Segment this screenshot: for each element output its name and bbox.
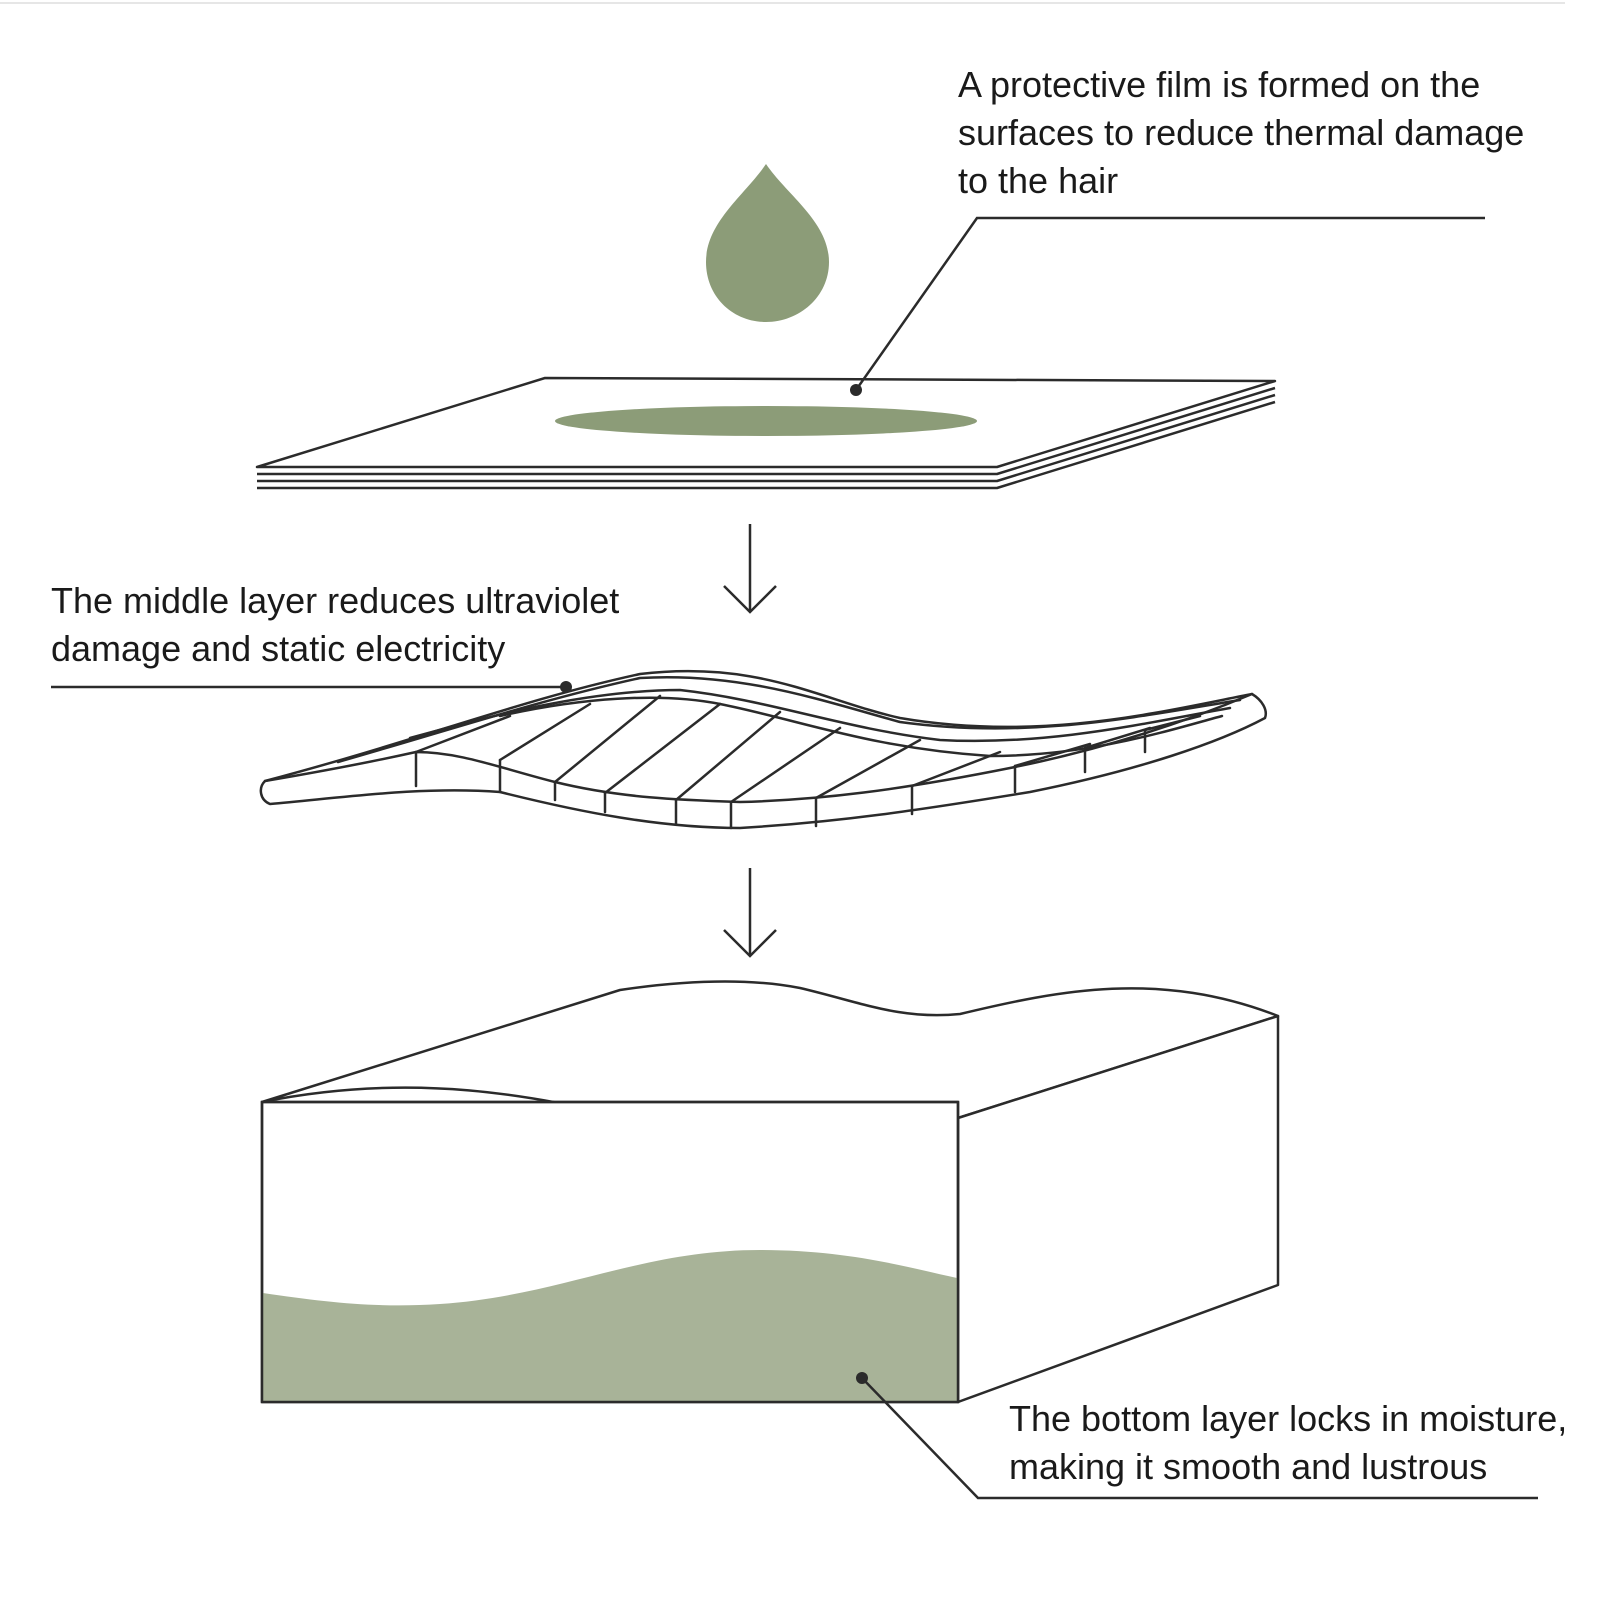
grid-sheet-front-edge <box>263 692 1254 804</box>
film-sheet-edge-2 <box>257 393 1276 483</box>
annotation-line: The bottom layer locks in moisture, <box>1009 1398 1568 1439</box>
down-arrow-icon <box>723 524 777 614</box>
annotation-line: surfaces to reduce thermal damage <box>958 112 1525 153</box>
middle-leader-dot <box>560 681 572 693</box>
bottom-layer-annotation: The bottom layer locks in moisture, maki… <box>1009 1395 1567 1491</box>
bottom-leader-line <box>861 1377 1538 1500</box>
grid-sheet-top <box>259 669 1267 830</box>
film-sheet-edge-3 <box>257 400 1276 490</box>
block-front-outline <box>260 1100 960 1404</box>
droplet-icon <box>706 164 829 322</box>
top-leader-line <box>854 216 1485 391</box>
middle-grid-layer <box>259 669 1267 830</box>
down-arrow-icon <box>723 868 777 958</box>
film-sheet-edge-1 <box>257 386 1276 476</box>
annotation-line: The middle layer reduces ultraviolet <box>51 580 620 621</box>
top-leader-dot <box>850 384 862 396</box>
moisture-fill <box>263 1250 957 1401</box>
annotation-line: making it smooth and lustrous <box>1009 1446 1488 1487</box>
annotation-line: damage and static electricity <box>51 628 506 669</box>
film-spread-ellipse <box>555 406 977 436</box>
annotation-line: A protective film is formed on the <box>958 64 1481 105</box>
annotation-line: to the hair <box>958 160 1119 201</box>
top-layer-annotation: A protective film is formed on the surfa… <box>958 61 1524 205</box>
middle-layer-annotation: The middle layer reduces ultraviolet dam… <box>51 577 619 673</box>
bottom-leader-dot <box>856 1372 868 1384</box>
